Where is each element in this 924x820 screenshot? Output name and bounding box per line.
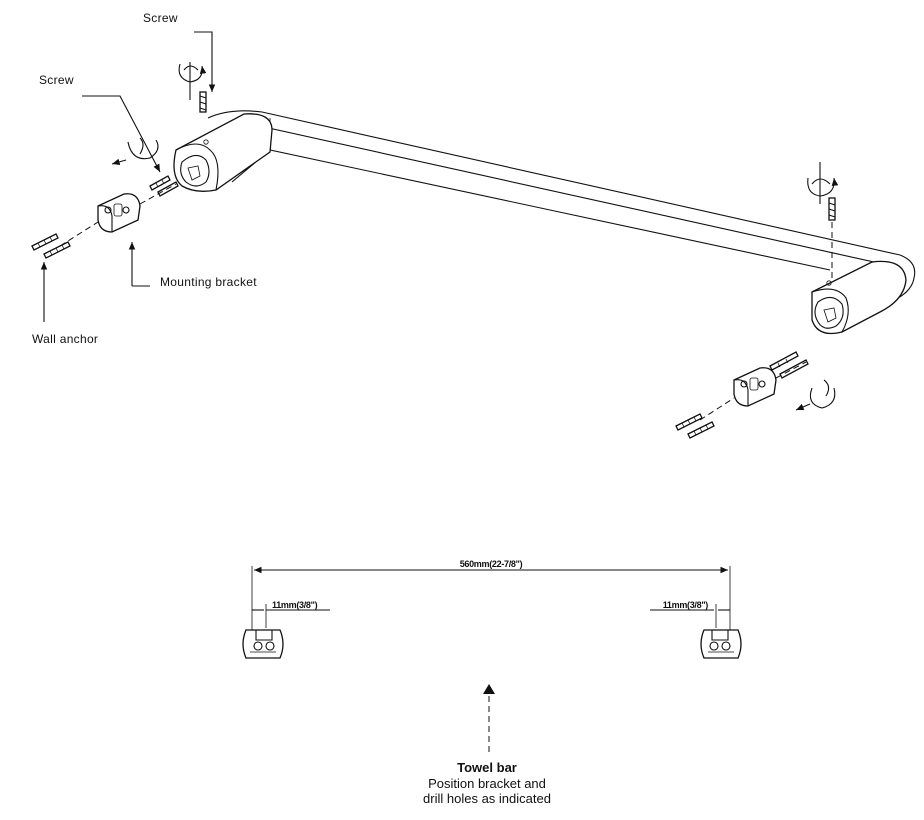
left-mounting-bracket — [97, 193, 141, 233]
label-screw-top: Screw — [143, 11, 178, 25]
right-mounting-bracket — [733, 367, 777, 407]
right-wall-anchors — [675, 413, 715, 439]
label-screw-left: Screw — [39, 73, 74, 87]
caption-line-1: Position bracket and — [428, 776, 546, 791]
overall-width-label: 560mm(22-7/8") — [460, 559, 523, 569]
direction-arrow-head — [483, 684, 495, 694]
right-offset-label: 11mm(3/8") — [663, 600, 709, 610]
right-side-screw — [769, 351, 809, 379]
left-bracket-assembly — [31, 95, 179, 322]
left-offset-label: 11mm(3/8") — [272, 600, 318, 610]
drilling-template: 560mm(22-7/8") 11mm(3/8") 11mm(3/8") — [242, 559, 742, 752]
left-bracket-footprint — [242, 629, 284, 659]
left-wall-anchors — [31, 233, 71, 259]
label-wall-anchor: Wall anchor — [32, 332, 98, 346]
top-left-screw-assembly — [178, 31, 216, 113]
top-right-screw-assembly — [807, 162, 839, 282]
right-bracket-footprint — [700, 629, 742, 659]
towel-bar — [173, 110, 916, 335]
caption-title: Towel bar — [457, 760, 517, 775]
right-bracket-assembly — [675, 351, 836, 439]
left-side-screw — [149, 175, 179, 197]
caption-line-2: drill holes as indicated — [423, 791, 551, 806]
label-mounting-bracket: Mounting bracket — [160, 275, 257, 289]
